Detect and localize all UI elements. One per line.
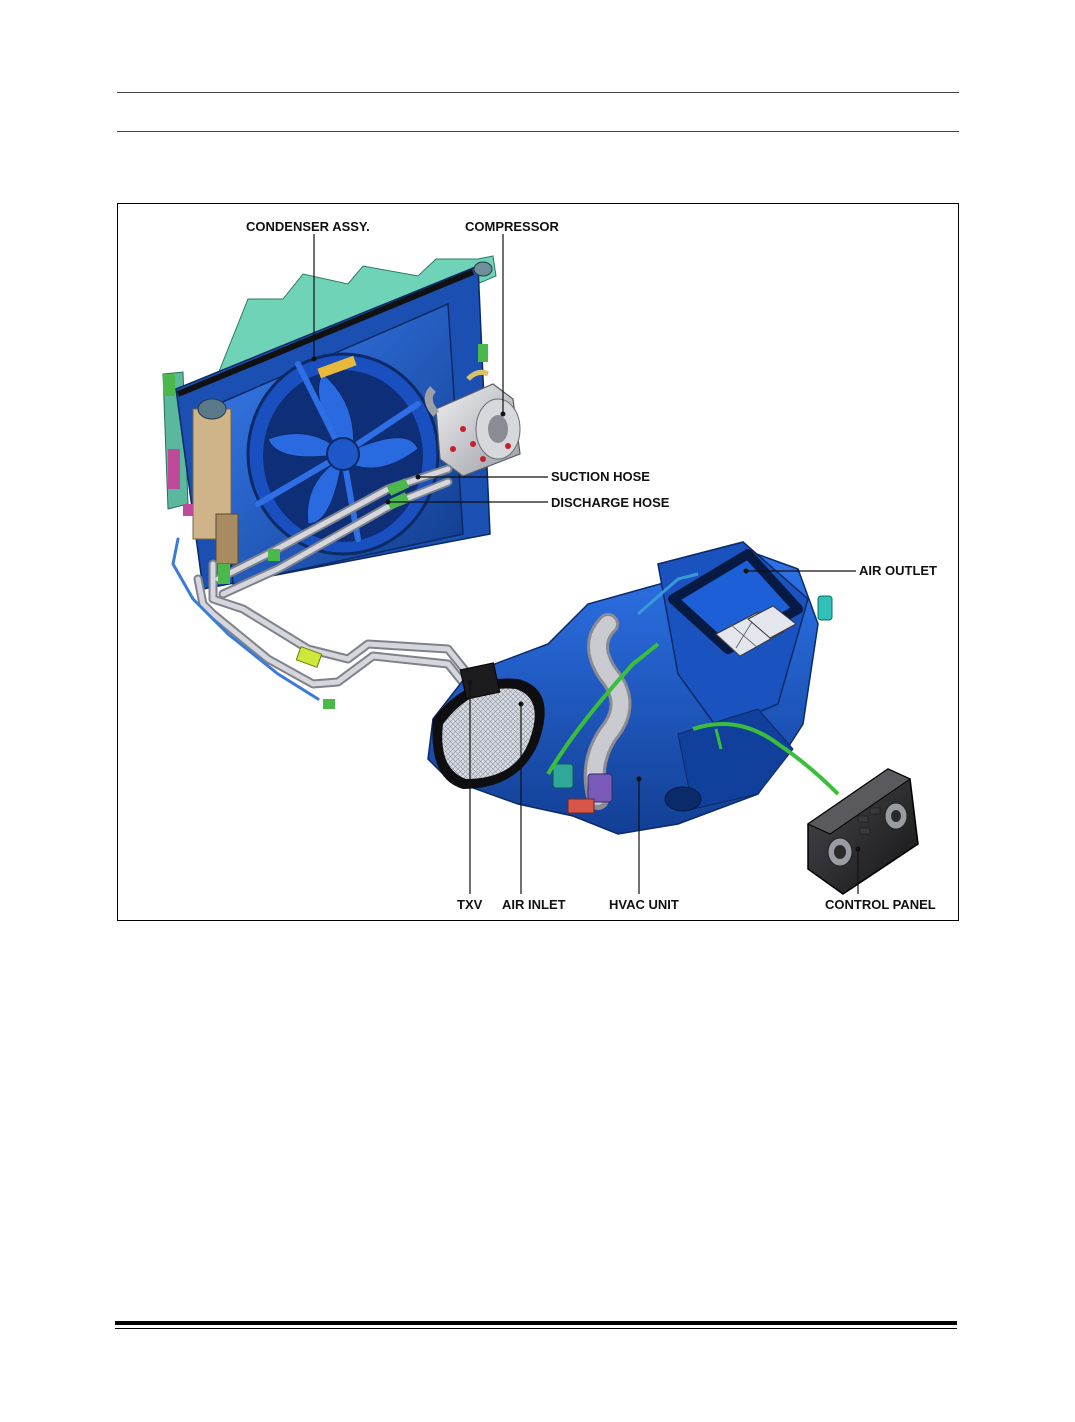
label-air-outlet: AIR OUTLET <box>859 563 937 578</box>
header-rule-top <box>117 92 959 93</box>
ac-system-illustration: CONDENSER ASSY. COMPRESSOR SUCTION HOSE … <box>162 219 937 912</box>
refrigerant-pipes <box>171 464 473 709</box>
label-discharge-hose: DISCHARGE HOSE <box>551 495 670 510</box>
label-control-panel: CONTROL PANEL <box>825 897 936 912</box>
callout-leaders <box>313 234 859 894</box>
label-air-inlet: AIR INLET <box>502 897 566 912</box>
footer-rule-thick <box>115 1321 957 1325</box>
label-compressor: COMPRESSOR <box>465 219 560 234</box>
label-hvac-unit: HVAC UNIT <box>609 897 679 912</box>
ac-system-figure: CONDENSER ASSY. COMPRESSOR SUCTION HOSE … <box>117 203 959 921</box>
footer-rule-thin <box>115 1328 957 1329</box>
air-inlet-filter <box>432 678 545 789</box>
compressor <box>424 369 521 477</box>
label-condenser-assy: CONDENSER ASSY. <box>246 219 370 234</box>
label-suction-hose: SUCTION HOSE <box>551 469 650 484</box>
callout-dots <box>311 356 861 852</box>
control-panel <box>806 768 919 895</box>
hvac-unit <box>427 541 840 835</box>
label-txv: TXV <box>457 897 483 912</box>
header-rule-bottom <box>117 131 959 132</box>
